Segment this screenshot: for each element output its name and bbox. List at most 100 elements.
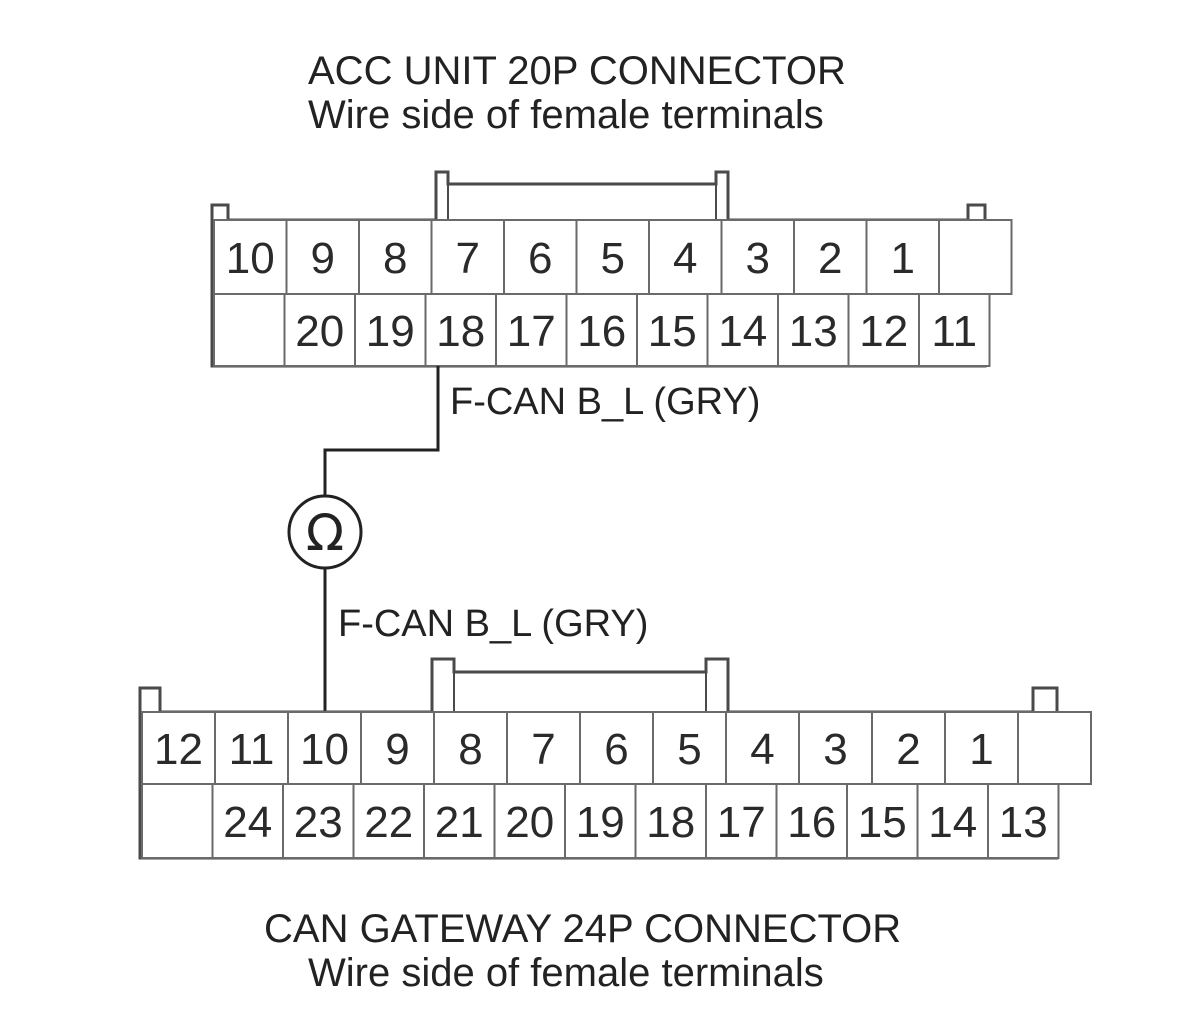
terminal-number: 1	[969, 725, 993, 774]
wire-top-label: F-CAN B_L (GRY)	[450, 381, 760, 423]
terminal-number: 17	[507, 307, 556, 356]
terminal-number: 15	[648, 307, 697, 356]
terminal-number: 9	[311, 234, 335, 283]
terminal-18: 18	[424, 293, 497, 367]
terminal-number: 11	[229, 725, 275, 774]
terminal-number: 23	[294, 798, 343, 847]
terminal-cell	[938, 219, 1013, 295]
terminal-number: 2	[818, 234, 842, 283]
bottom-connector-title: CAN GATEWAY 24P CONNECTOR	[264, 907, 901, 951]
terminal-15: 15	[846, 783, 919, 859]
terminal-1: 1	[944, 711, 1019, 785]
terminal-number: 12	[154, 725, 203, 774]
terminal-number: 11	[931, 307, 977, 356]
terminal-number: 8	[458, 725, 482, 774]
terminal-number: 4	[673, 234, 697, 283]
terminal-6: 6	[503, 219, 578, 295]
terminal-cell	[705, 783, 778, 859]
terminal-number: 3	[823, 725, 847, 774]
terminal-11: 11	[214, 711, 289, 785]
terminal-cell	[636, 293, 709, 367]
terminal-17: 17	[705, 783, 778, 859]
terminal-2: 2	[871, 711, 946, 785]
terminal-number: 5	[677, 725, 701, 774]
terminal-cell	[987, 783, 1060, 859]
terminal-cell	[423, 783, 496, 859]
terminal-number: 7	[531, 725, 555, 774]
terminal-cell	[360, 711, 435, 785]
terminal-22: 22	[352, 783, 425, 859]
terminal-cell	[211, 783, 284, 859]
terminal-cell	[916, 783, 989, 859]
terminal-number: 3	[746, 234, 770, 283]
terminal-number: 20	[505, 798, 554, 847]
terminal-1: 1	[865, 219, 940, 295]
terminal-cell	[634, 783, 707, 859]
terminal-number: 6	[528, 234, 552, 283]
terminal-9: 9	[360, 711, 435, 785]
top-connector-subtitle: Wire side of female terminals	[308, 93, 824, 137]
terminal-number: 8	[383, 234, 407, 283]
terminal-number: 22	[364, 798, 413, 847]
terminal-6: 6	[579, 711, 654, 785]
terminal-number: 15	[858, 798, 907, 847]
terminal-number: 13	[999, 798, 1048, 847]
terminal-number: 18	[646, 798, 695, 847]
terminal-cell	[352, 783, 425, 859]
terminal-number: 16	[787, 798, 836, 847]
terminal-cell	[777, 293, 850, 367]
terminal-cell	[706, 293, 779, 367]
terminal-8: 8	[358, 219, 433, 295]
terminal-20: 20	[493, 783, 566, 859]
terminal-cell	[213, 293, 286, 367]
terminal-cell	[1017, 711, 1092, 785]
terminal-number: 24	[223, 798, 272, 847]
terminal-9: 9	[285, 219, 360, 295]
terminal-number: 7	[456, 234, 480, 283]
wire-bottom-label: F-CAN B_L (GRY)	[338, 603, 648, 645]
terminal-number: 12	[859, 307, 908, 356]
terminal-13: 13	[987, 783, 1060, 859]
terminal-number: 21	[435, 798, 484, 847]
terminal-21: 21	[423, 783, 496, 859]
terminal-blank	[141, 783, 214, 859]
terminal-20: 20	[283, 293, 356, 367]
terminal-number: 10	[226, 234, 275, 283]
terminal-number: 2	[896, 725, 920, 774]
terminal-cell	[865, 219, 940, 295]
terminal-cell	[287, 711, 362, 785]
terminal-cell	[847, 293, 920, 367]
terminal-cell	[506, 711, 581, 785]
terminal-11: 11	[918, 293, 991, 367]
terminal-12: 12	[141, 711, 216, 785]
terminal-blank	[938, 219, 1013, 295]
terminal-cell	[720, 219, 795, 295]
terminal-16: 16	[565, 293, 638, 367]
terminal-cell	[282, 783, 355, 859]
terminal-number: 16	[577, 307, 626, 356]
terminal-cell	[493, 783, 566, 859]
terminal-7: 7	[430, 219, 505, 295]
terminal-8: 8	[433, 711, 508, 785]
terminal-number: 5	[601, 234, 625, 283]
terminal-cell	[283, 293, 356, 367]
terminal-number: 20	[295, 307, 344, 356]
terminal-3: 3	[720, 219, 795, 295]
wire-top	[323, 366, 440, 500]
terminal-24: 24	[211, 783, 284, 859]
terminal-number: 19	[366, 307, 415, 356]
terminal-3: 3	[798, 711, 873, 785]
terminal-19: 19	[354, 293, 427, 367]
terminal-cell	[214, 711, 289, 785]
terminal-cell	[495, 293, 568, 367]
terminal-cell	[846, 783, 919, 859]
ohmmeter-icon: Ω	[287, 494, 363, 570]
terminal-cell	[141, 783, 214, 859]
terminal-cell	[433, 711, 508, 785]
terminal-number: 18	[436, 307, 485, 356]
terminal-number: 4	[750, 725, 774, 774]
